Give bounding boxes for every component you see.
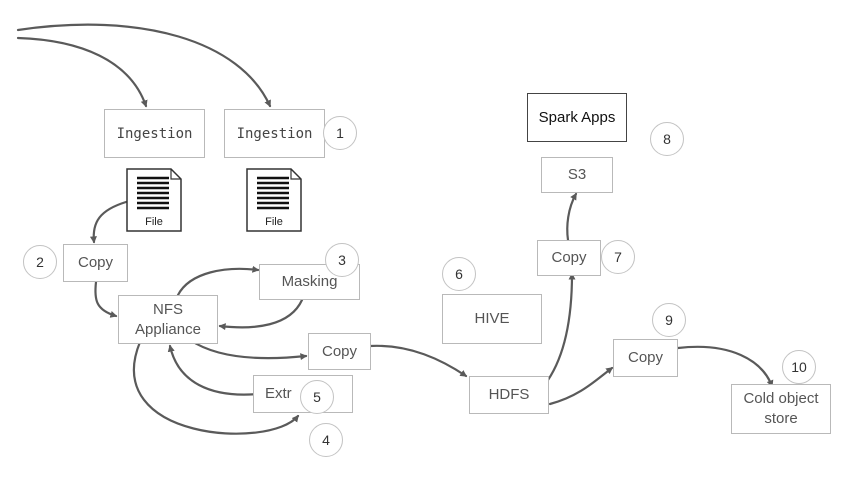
edge-extract-to-nfs xyxy=(167,344,260,396)
step-badge-5: 5 xyxy=(300,380,334,414)
edge-copy-to-cold xyxy=(676,345,774,388)
copy-box-s3: Copy xyxy=(537,240,601,276)
step-badge-1: 1 xyxy=(323,116,357,150)
step-badge-3: 3 xyxy=(325,243,359,277)
edge-nfs-to-masking xyxy=(176,265,260,297)
step-badge-2: 2 xyxy=(23,245,57,279)
file-icon-1: File xyxy=(126,168,182,232)
ingestion-box-1: Ingestion xyxy=(104,109,205,158)
spark-apps-box: Spark Apps xyxy=(527,93,627,142)
edge-copy-to-nfs xyxy=(94,280,118,318)
file-label-1: File xyxy=(145,216,163,228)
step-badge-10: 10 xyxy=(782,350,816,384)
copy-box-hdfs: Copy xyxy=(308,333,371,370)
ingestion-box-2: Ingestion xyxy=(224,109,325,158)
edge-hdfs-to-copy-s3 xyxy=(546,272,576,382)
hdfs-box: HDFS xyxy=(469,376,549,414)
step-badge-4: 4 xyxy=(309,423,343,457)
step-badge-7: 7 xyxy=(601,240,635,274)
step-badge-9: 9 xyxy=(652,303,686,337)
step-badge-8: 8 xyxy=(650,122,684,156)
edge-source-to-ingestion-2 xyxy=(16,23,272,108)
nfs-appliance-box: NFS Appliance xyxy=(118,295,218,344)
edge-copy-to-s3 xyxy=(566,192,578,242)
file-icon-2: File xyxy=(246,168,302,232)
edge-masking-to-nfs xyxy=(218,298,304,331)
hive-box: HIVE xyxy=(442,294,542,344)
copy-box-nfs: Copy xyxy=(63,244,128,282)
cold-object-store-box: Cold object store xyxy=(731,384,831,434)
file-label-2: File xyxy=(265,216,283,228)
step-badge-6: 6 xyxy=(442,257,476,291)
edge-copy-to-hdfs xyxy=(368,344,468,378)
edge-source-to-ingestion-1 xyxy=(16,36,148,108)
edge-file-to-copy xyxy=(89,200,128,244)
copy-box-cold: Copy xyxy=(613,339,678,377)
edge-nfs-to-copy xyxy=(188,338,308,361)
s3-box: S3 xyxy=(541,157,613,193)
edge-hdfs-to-copy-cold xyxy=(548,366,614,406)
edge-nfs-to-badge4 xyxy=(132,340,300,435)
